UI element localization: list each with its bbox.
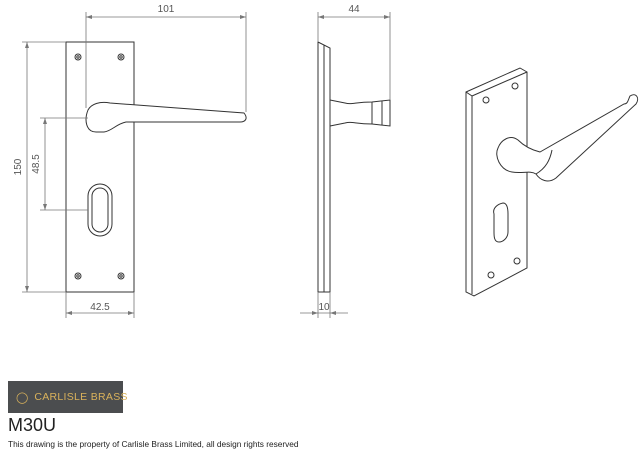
isometric-view [465, 67, 639, 297]
copyright-notice: This drawing is the property of Carlisle… [8, 439, 299, 449]
brand-logo: ◯ CARLISLE BRASS [8, 381, 128, 413]
dim-centres: 48.5 [31, 154, 42, 174]
lever-handle-side [329, 99, 391, 127]
dim-width-front: 101 [158, 4, 175, 15]
dim-plate-thickness: 10 [318, 302, 330, 313]
lever-handle-front [85, 101, 247, 133]
brand-name: CARLISLE BRASS [34, 391, 128, 403]
front-view [65, 41, 247, 293]
product-code: M30U [8, 415, 57, 435]
lever-handle-iso [496, 94, 639, 182]
side-view [317, 41, 391, 293]
brand-mark-icon: ◯ [16, 391, 29, 404]
dim-depth: 44 [348, 4, 360, 15]
dim-height: 150 [13, 158, 24, 175]
dim-plate-width: 42.5 [90, 302, 110, 313]
dimension-lines [22, 12, 391, 318]
screw-holes [74, 53, 125, 280]
